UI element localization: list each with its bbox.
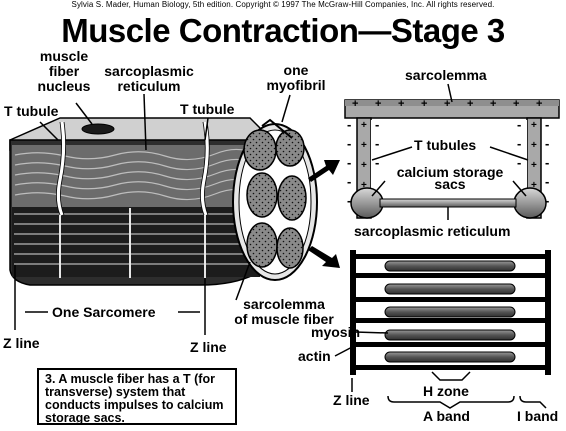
minus-sign: - — [545, 136, 549, 151]
label-t-tubules: T tubules — [414, 138, 476, 153]
label-z-line-left: Z line — [3, 336, 40, 351]
minus-sign: - — [545, 155, 549, 170]
plus-sign: + — [375, 98, 381, 110]
myofibril-label-line2: myofibril — [262, 78, 330, 93]
plus-sign: + — [513, 98, 519, 110]
label-sarcoplasmic-reticulum: sarcoplasmic reticulum — [99, 64, 199, 94]
minus-sign: - — [347, 155, 351, 170]
plus-sign: + — [421, 98, 427, 110]
minus-sign: - — [347, 117, 351, 132]
plus-sign: + — [531, 160, 537, 171]
plus-sign: + — [361, 160, 367, 171]
nucleus-label-line2: fiber — [30, 64, 98, 79]
label-z-line-mid: Z line — [190, 340, 227, 355]
minus-sign: - — [517, 155, 521, 170]
sarcomere-detail-diagram — [350, 250, 551, 375]
label-myosin: myosin — [311, 325, 360, 340]
minus-sign: - — [375, 136, 379, 151]
plus-sign: + — [352, 98, 358, 110]
plus-sign: + — [398, 98, 404, 110]
minus-sign: - — [347, 174, 351, 189]
minus-sign: - — [375, 117, 379, 132]
label-sarcolemma-of-muscle-fiber: sarcolemma of muscle fiber — [224, 297, 344, 327]
minus-sign: - — [545, 193, 549, 208]
minus-sign: - — [375, 155, 379, 170]
plus-sign: + — [490, 98, 496, 110]
minus-sign: - — [347, 136, 351, 151]
plus-sign: + — [531, 120, 537, 131]
caption-box: 3. A muscle fiber has a T (for transvers… — [37, 368, 237, 425]
label-t-tubule-right: T tubule — [180, 102, 234, 117]
label-calcium-storage-sacs: calcium storage sacs — [380, 166, 520, 190]
label-a-band: A band — [423, 409, 470, 424]
label-t-tubule-left: T tubule — [4, 104, 58, 119]
label-actin: actin — [298, 349, 331, 364]
plus-sign: + — [444, 98, 450, 110]
plus-sign: + — [531, 140, 537, 151]
label-h-zone: H zone — [423, 384, 469, 399]
plus-sign: + — [531, 180, 537, 191]
myofibril-label-line1: one — [262, 63, 330, 78]
plus-sign: + — [467, 98, 473, 110]
plus-sign: + — [361, 180, 367, 191]
minus-sign: - — [347, 193, 351, 208]
minus-sign: - — [545, 117, 549, 132]
nucleus-label-line3: nucleus — [30, 79, 98, 94]
sr-label-line1: sarcoplasmic — [99, 64, 199, 79]
label-i-band: I band — [517, 409, 558, 424]
plus-sign: + — [361, 140, 367, 151]
label-one-sarcomere: One Sarcomere — [52, 305, 156, 320]
minus-sign: - — [545, 174, 549, 189]
nucleus-label-line1: muscle — [30, 49, 98, 64]
label-one-myofibril: one myofibril — [262, 63, 330, 93]
label-muscle-fiber-nucleus: muscle fiber nucleus — [30, 49, 98, 94]
arrow-to-sarcomere-detail — [308, 246, 340, 268]
caption-text: 3. A muscle fiber has a T (for transvers… — [45, 372, 224, 425]
sr-label-line2: reticulum — [99, 79, 199, 94]
minus-sign: - — [517, 136, 521, 151]
minus-sign: - — [517, 117, 521, 132]
sarcolemma-fiber-line1: sarcolemma — [224, 297, 344, 312]
muscle-fiber — [10, 118, 262, 285]
fiber-cross-section — [233, 124, 317, 280]
label-sr-detail: sarcoplasmic reticulum — [354, 224, 510, 239]
plus-sign: + — [361, 120, 367, 131]
label-z-line-sarcomere: Z line — [333, 393, 370, 408]
plus-sign: + — [536, 98, 542, 110]
label-sarcolemma: sarcolemma — [405, 68, 487, 83]
